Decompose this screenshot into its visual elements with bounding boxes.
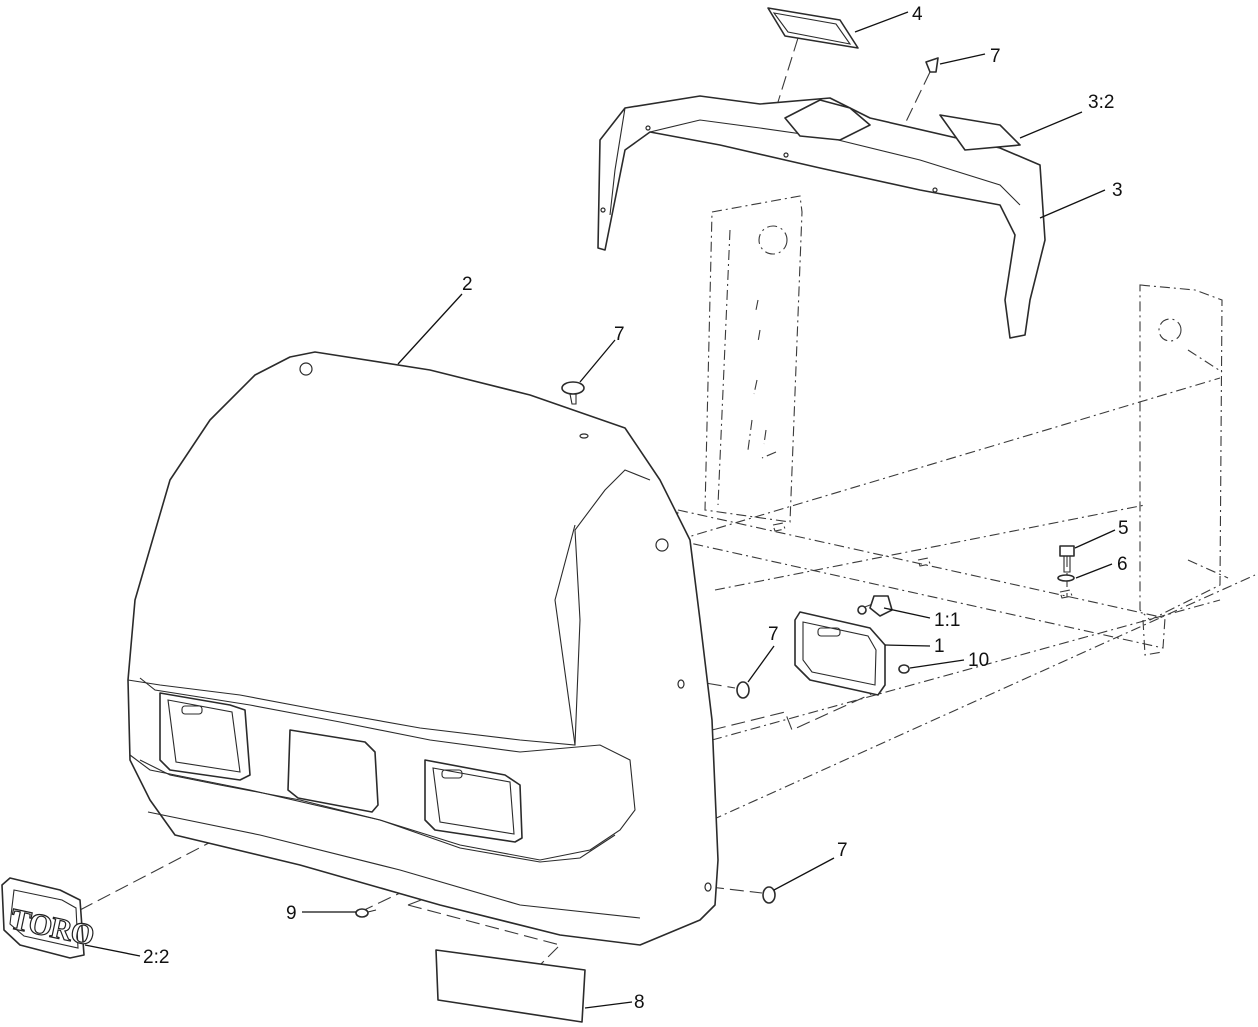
callout-7-hood: 7 [614,324,625,345]
callout-7-lower: 7 [837,840,848,861]
leader-lines [84,11,1116,1009]
headlight-part-1 [794,611,886,696]
callout-1: 1 [934,636,945,657]
callout-2-2: 2:2 [143,947,169,968]
callout-4: 4 [912,4,923,25]
toro-logo-decal-part-2-2: TORO [1,877,97,959]
frame-assembly [675,195,1256,821]
plug-part-7-hood [561,381,585,405]
callout-8: 8 [634,992,645,1013]
washer-part-6 [1057,574,1075,582]
callout-5: 5 [1118,518,1129,539]
plug-part-9 [355,908,377,918]
callout-7-side: 7 [768,624,779,645]
plug-part-7-side [736,681,750,699]
decal-plate-part-4 [767,7,859,49]
callout-3: 3 [1112,180,1123,201]
bolt-part-5 [1059,545,1075,573]
callout-6: 6 [1117,554,1128,575]
hood-part-2 [127,351,719,946]
callout-2: 2 [462,274,473,295]
callout-10: 10 [968,650,989,671]
callout-3-2: 3:2 [1088,92,1114,113]
decal-part-8 [435,949,586,1023]
callout-1-1: 1:1 [934,610,960,631]
callout-7-top: 7 [990,46,1001,67]
callout-9: 9 [286,903,297,924]
plug-part-7-lower [762,886,776,904]
bulb-part-1-1 [857,595,893,617]
callout-labels: 4 7 3:2 3 2 7 5 6 1:1 1 10 7 7 9 2:2 8 [143,4,1129,1013]
washer-part-10 [898,664,910,674]
rear-cowl-part-3 [597,95,1046,339]
plug-part-7-top [925,57,939,73]
